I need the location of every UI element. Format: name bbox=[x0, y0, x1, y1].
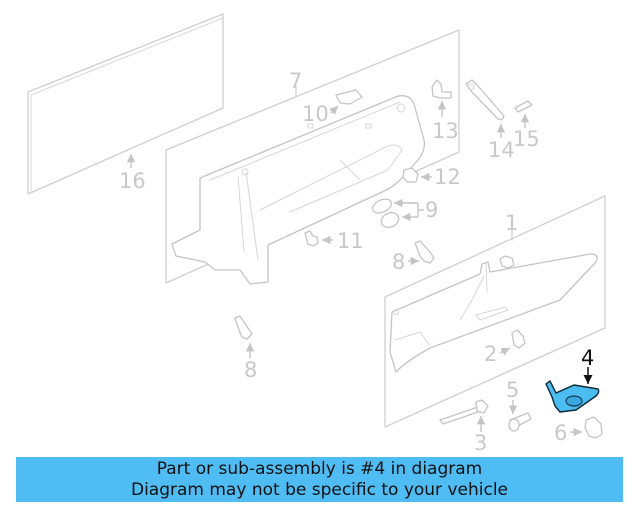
part-13-clip[interactable]: 13 bbox=[431, 79, 459, 143]
info-banner: Part or sub-assembly is #4 in diagram Di… bbox=[16, 457, 623, 502]
callout-15[interactable]: 15 bbox=[513, 127, 540, 151]
part-10-latch[interactable]: 10 bbox=[302, 89, 363, 126]
callout-4[interactable]: 4 bbox=[581, 346, 594, 370]
banner-line-disclaimer: Diagram may not be specific to your vehi… bbox=[130, 480, 508, 500]
part-9-seals[interactable]: 9 bbox=[370, 196, 438, 230]
callout-11[interactable]: 11 bbox=[337, 229, 364, 253]
part-8-screw-upper[interactable]: 8 bbox=[392, 240, 435, 274]
part-16-panel[interactable]: 16 bbox=[27, 13, 224, 195]
callout-2[interactable]: 2 bbox=[484, 342, 497, 366]
callout-6[interactable]: 6 bbox=[554, 421, 567, 445]
callout-5[interactable]: 5 bbox=[506, 378, 519, 402]
callout-8-lower[interactable]: 8 bbox=[244, 358, 257, 382]
callout-1[interactable]: 1 bbox=[505, 211, 518, 235]
callout-10[interactable]: 10 bbox=[302, 102, 329, 126]
part-15-pin[interactable]: 15 bbox=[513, 100, 540, 151]
callout-16[interactable]: 16 bbox=[119, 169, 146, 193]
part-11-bumper[interactable]: 11 bbox=[304, 229, 364, 253]
part-8-screw-lower[interactable]: 8 bbox=[234, 315, 257, 382]
part-2-bumper[interactable]: 2 bbox=[484, 329, 526, 366]
callout-3[interactable]: 3 bbox=[474, 431, 487, 455]
callout-13[interactable]: 13 bbox=[432, 119, 459, 143]
part-7-outer-assembly[interactable]: 7 bbox=[165, 29, 460, 285]
part-bumper-top[interactable] bbox=[499, 255, 515, 269]
banner-line-part-number: Part or sub-assembly is #4 in diagram bbox=[156, 459, 483, 479]
callout-12[interactable]: 12 bbox=[434, 165, 461, 189]
callout-7[interactable]: 7 bbox=[289, 69, 302, 93]
part-4-highlighted-latch[interactable]: 4 bbox=[545, 346, 600, 413]
callout-8-upper[interactable]: 8 bbox=[392, 250, 405, 274]
part-3-rod[interactable]: 3 bbox=[439, 399, 489, 455]
callout-14[interactable]: 14 bbox=[488, 138, 515, 162]
part-12-bumper[interactable]: 12 bbox=[402, 165, 461, 189]
part-14-damper[interactable]: 14 bbox=[465, 79, 515, 162]
callout-9[interactable]: 9 bbox=[425, 198, 438, 222]
part-1-glove-box-door[interactable]: 1 bbox=[384, 195, 606, 428]
part-6-bumper[interactable]: 6 bbox=[554, 416, 603, 445]
part-5-screw[interactable]: 5 bbox=[506, 378, 532, 432]
